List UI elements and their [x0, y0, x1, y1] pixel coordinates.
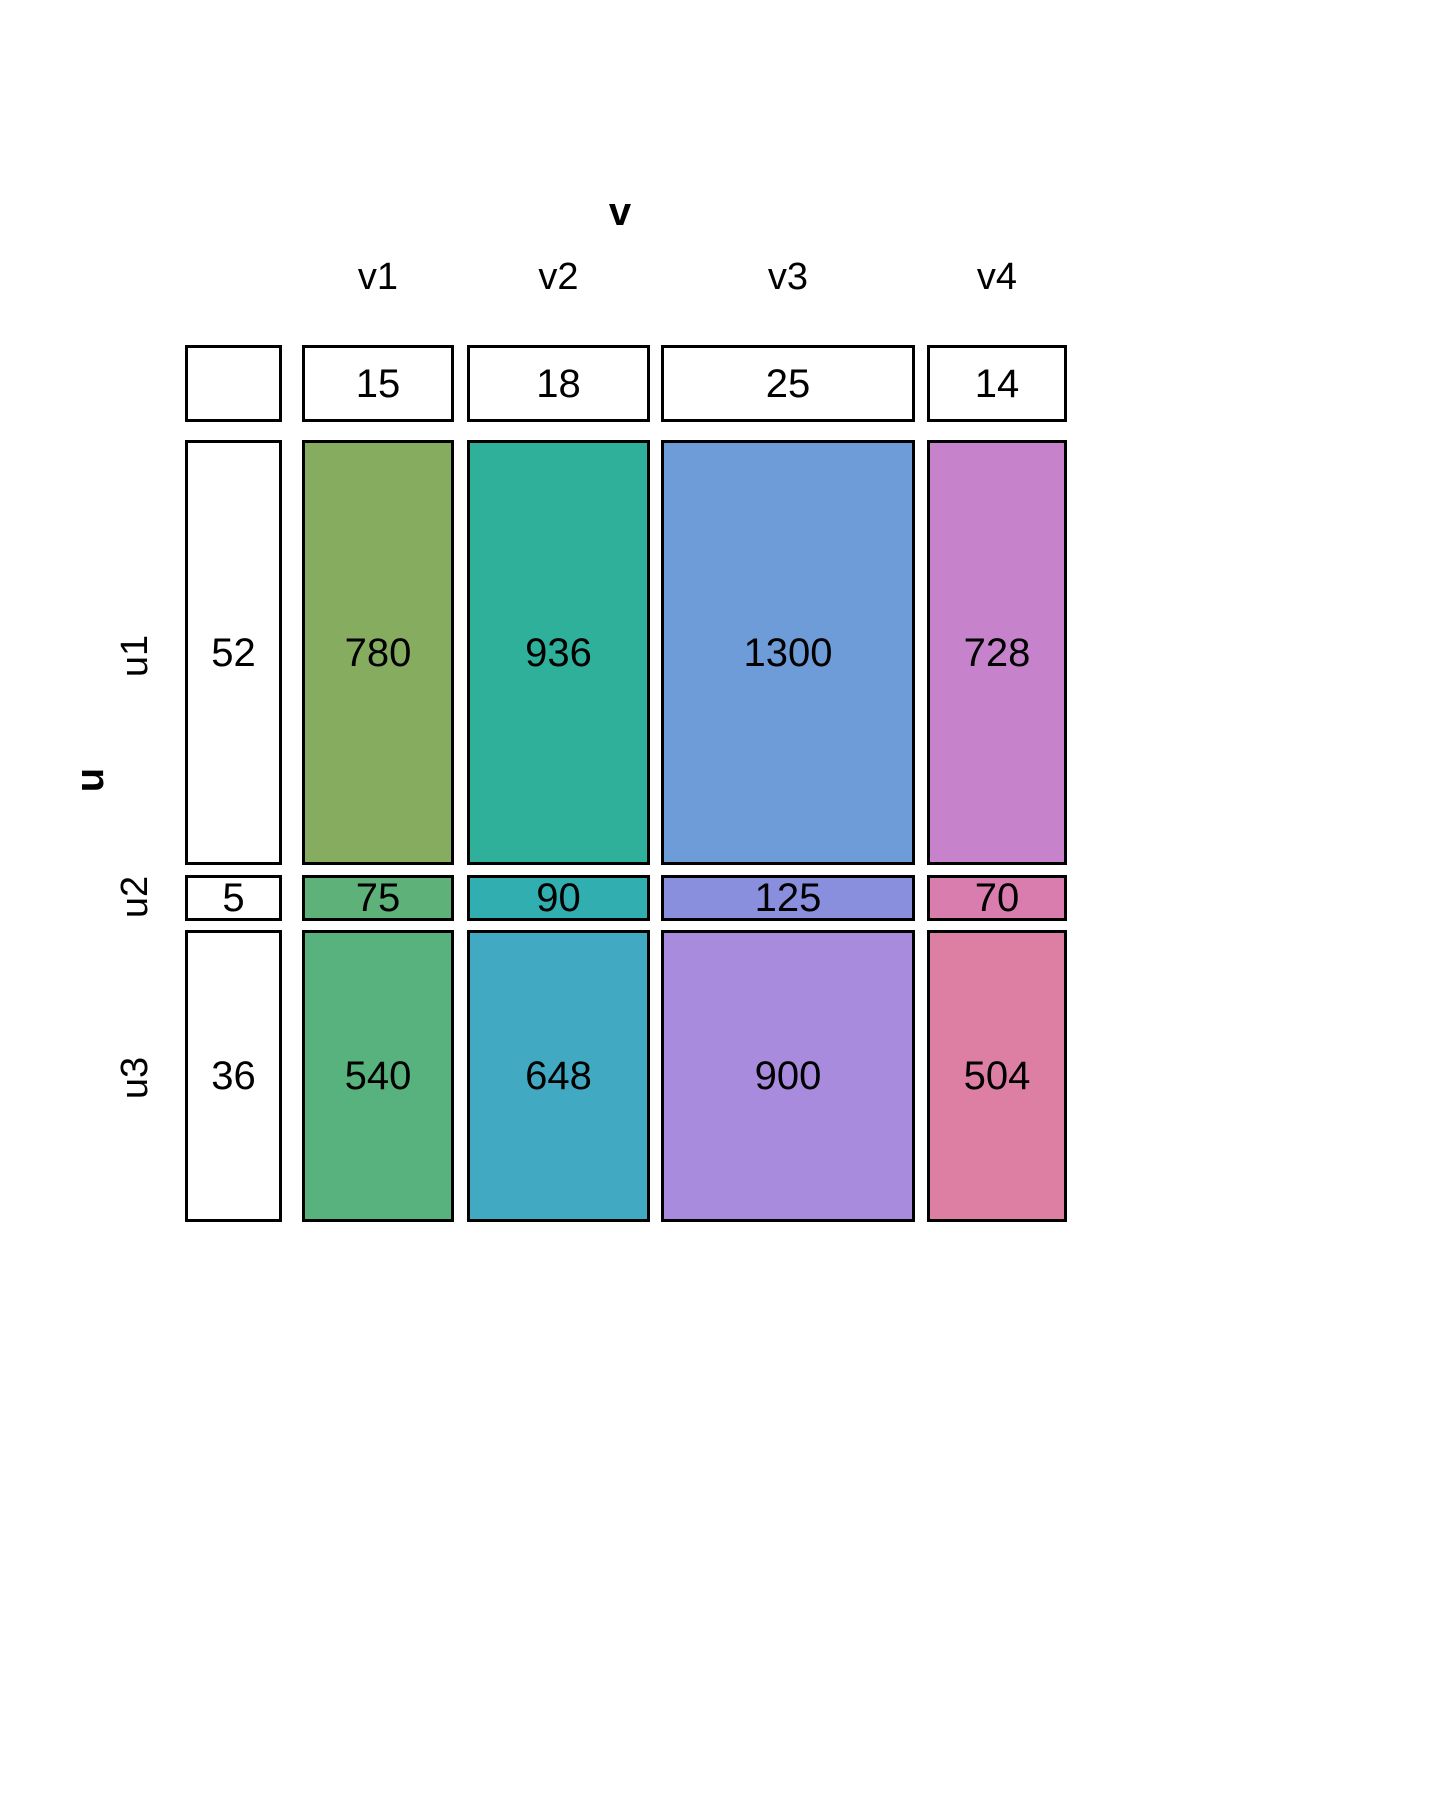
row-label-u1: u1	[114, 634, 156, 678]
column-margin-v2: 18	[467, 345, 650, 422]
column-margin-value: 14	[974, 361, 1020, 406]
column-label-v2: v2	[538, 256, 579, 298]
mosaic-cell-value: 504	[963, 1054, 1031, 1098]
mosaic-cell-u2-v3: 125	[661, 875, 915, 921]
row-margin-u3: 36	[185, 930, 282, 1222]
corner-cell	[185, 345, 282, 422]
mosaic-cell-u1-v4: 728	[927, 440, 1067, 865]
row-margin-value: 5	[222, 876, 245, 920]
column-label-v1: v1	[357, 256, 399, 298]
column-margin-value: 18	[536, 361, 581, 406]
mosaic-cell-u3-v2: 648	[467, 930, 650, 1222]
mosaic-cell-value: 648	[525, 1054, 592, 1098]
mosaic-cell-value: 540	[344, 1054, 412, 1098]
mosaic-cell-value: 728	[963, 630, 1031, 675]
column-margin-v1: 15	[302, 345, 454, 422]
row-margin-u2: 5	[185, 875, 282, 921]
mosaic-cell-value: 70	[974, 876, 1020, 920]
row-label-u3: u3	[114, 1056, 156, 1100]
mosaic-cell-u3-v1: 540	[302, 930, 454, 1222]
mosaic-cell-value: 900	[754, 1054, 822, 1098]
mosaic-cell-value: 90	[536, 876, 581, 920]
column-margin-v3: 25	[661, 345, 915, 422]
mosaic-cell-u2-v4: 70	[927, 875, 1067, 921]
mosaic-cell-u3-v3: 900	[661, 930, 915, 1222]
row-margin-value: 52	[211, 630, 256, 675]
mosaic-cell-value: 780	[344, 630, 412, 675]
column-margin-v4: 14	[927, 345, 1067, 422]
y-axis-title: u	[68, 767, 112, 793]
mosaic-cell-u2-v2: 90	[467, 875, 650, 921]
mosaic-cell-u1-v2: 936	[467, 440, 650, 865]
mosaic-cell-value: 1300	[743, 630, 833, 675]
column-label-v4: v4	[976, 256, 1018, 298]
mosaic-cell-value: 75	[355, 876, 401, 920]
mosaic-cell-u1-v1: 780	[302, 440, 454, 865]
mosaic-cell-u3-v4: 504	[927, 930, 1067, 1222]
column-label-v3: v3	[767, 256, 809, 298]
column-margin-value: 15	[355, 361, 401, 406]
row-margin-value: 36	[211, 1054, 256, 1098]
row-margin-u1: 52	[185, 440, 282, 865]
column-margin-value: 25	[765, 361, 811, 406]
mosaic-cell-value: 936	[525, 630, 592, 675]
x-axis-title: v	[608, 190, 632, 234]
mosaic-cell-u1-v3: 1300	[661, 440, 915, 865]
row-label-u2: u2	[114, 875, 156, 919]
mosaic-cell-value: 125	[754, 876, 822, 920]
mosaic-cell-u2-v1: 75	[302, 875, 454, 921]
